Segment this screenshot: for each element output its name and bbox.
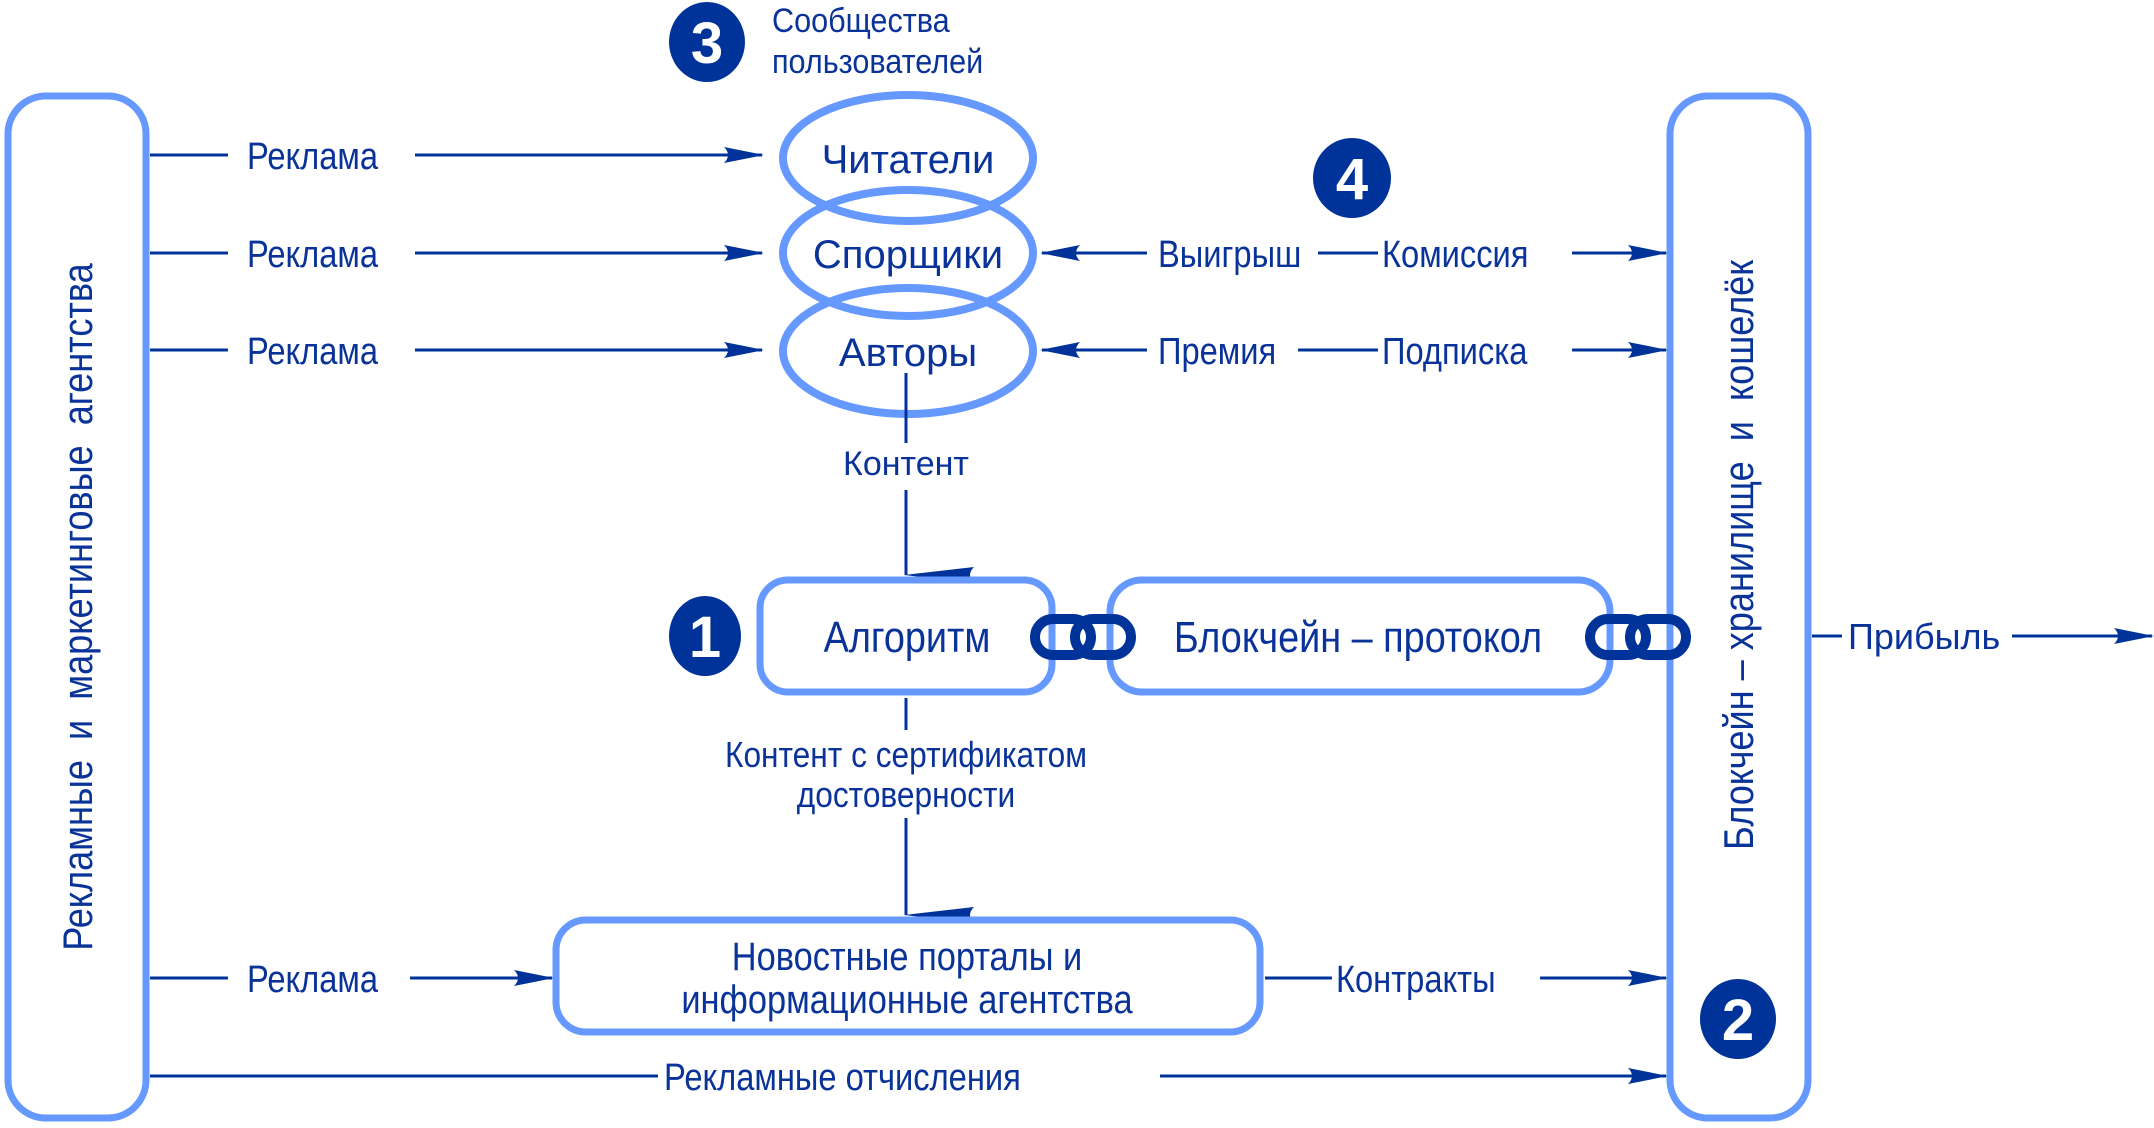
badge-3: 3 (669, 2, 745, 82)
svg-text:2: 2 (1722, 988, 1754, 1053)
readers-label: Читатели (822, 138, 995, 182)
contracts-label: Контракты (1336, 958, 1496, 1001)
bettors-label: Спорщики (813, 233, 1003, 277)
protocol-label: Блокчейн – протокол (1174, 612, 1542, 661)
communities-title-line2: пользователей (772, 43, 983, 81)
communities-title-line1: Сообщества (772, 2, 950, 40)
blockchain-storage-box (1666, 92, 1812, 1122)
badge-2: 2 (1700, 979, 1776, 1059)
news-portals-line2: информационные агентства (681, 977, 1133, 1022)
news-portals-line1: Новостные порталы и (732, 934, 1082, 979)
algorithm-label: Алгоритм (824, 612, 991, 661)
chain-link-icon (1030, 614, 1136, 660)
badge-1: 1 (669, 596, 741, 676)
blockchain-storage-label: Блокчейн – хранилище и кошелёк (1717, 259, 1763, 850)
certified-content-line2: достоверности (797, 775, 1015, 815)
subscription-label: Подписка (1382, 330, 1528, 373)
badge-4: 4 (1313, 138, 1391, 218)
advertising-agencies-box (4, 92, 150, 1122)
svg-text:4: 4 (1336, 147, 1368, 212)
flow-ad-bettors: Реклама (150, 233, 764, 276)
chain-link-icon (1585, 614, 1691, 660)
protocol-box (1106, 576, 1614, 696)
authors-label: Авторы (839, 331, 977, 375)
authors-ellipse (779, 284, 1037, 418)
flow-winnings-commission: Выигрыш Комиссия (1040, 233, 1668, 276)
flow-ad-deductions: Рекламные отчисления (150, 1056, 1668, 1099)
profit-label: Прибыль (1848, 616, 2000, 657)
flow-content: Контент (843, 373, 974, 583)
flow-certified-content: Контент с сертификатом достоверности (725, 698, 1087, 923)
ad-authors-label: Реклама (247, 330, 378, 373)
content-label: Контент (843, 445, 969, 483)
flow-ad-readers: Реклама (150, 135, 764, 178)
communities-ellipses (779, 91, 1037, 418)
readers-ellipse (779, 91, 1037, 225)
ad-bettors-label: Реклама (247, 233, 378, 276)
algorithm-box (756, 576, 1056, 696)
winnings-label: Выигрыш (1158, 233, 1301, 276)
news-portals-box (552, 916, 1264, 1036)
commission-label: Комиссия (1382, 233, 1529, 276)
flow-profit: Прибыль (1812, 616, 2154, 657)
ad-readers-label: Реклама (247, 135, 378, 178)
svg-text:3: 3 (691, 11, 723, 76)
advertising-agencies-label: Рекламные и маркетинговые агентства (56, 263, 102, 951)
svg-text:1: 1 (689, 605, 721, 670)
bonus-label: Премия (1158, 330, 1276, 373)
flow-ad-news: Реклама (150, 958, 554, 1001)
ad-news-label: Реклама (247, 958, 378, 1001)
flow-ad-authors: Реклама (150, 330, 764, 373)
bettors-ellipse (779, 186, 1037, 320)
flow-bonus-subscription: Премия Подписка (1040, 330, 1668, 373)
ad-deductions-label: Рекламные отчисления (664, 1056, 1021, 1099)
flow-contracts: Контракты (1265, 958, 1668, 1001)
certified-content-line1: Контент с сертификатом (725, 735, 1087, 775)
